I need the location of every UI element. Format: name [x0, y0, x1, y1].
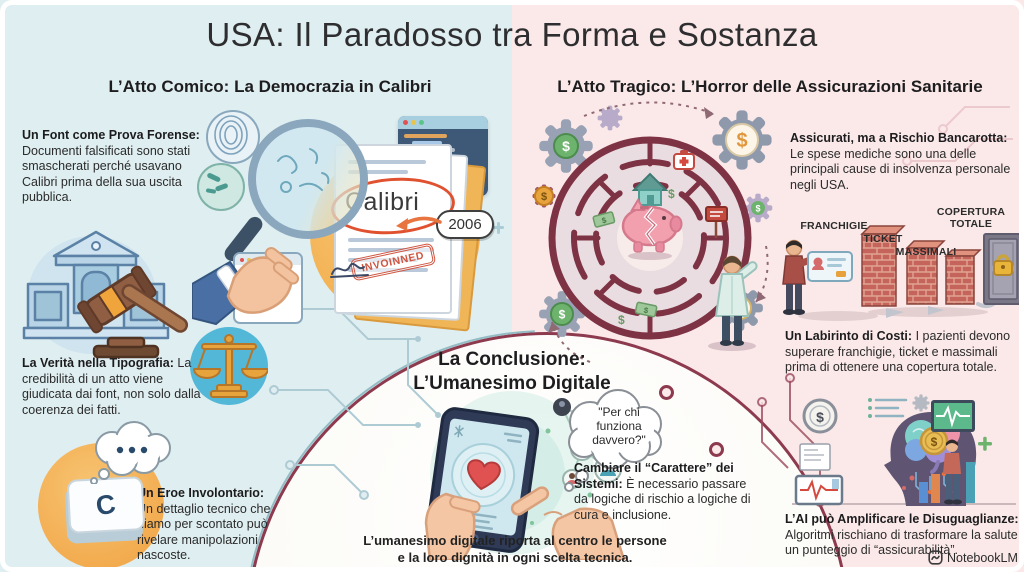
brick-walls	[860, 225, 982, 307]
arrow-icon	[886, 306, 944, 318]
left-block-verita-tipografia: La Verità nella Tipografia: La credibili…	[22, 356, 204, 418]
scales-disc	[190, 327, 268, 405]
block-lead: Assicurati, ma a Rischio Bancarotta:	[790, 131, 1008, 145]
year-callout: 2006	[436, 210, 494, 239]
block-lead: Un Eroe Involontario:	[137, 486, 265, 500]
block-body: I pazienti devono superare franchigie, t…	[785, 329, 1011, 374]
block-lead: La Verità nella Tipografia:	[22, 356, 174, 370]
svg-text:$: $	[643, 306, 650, 316]
right-block-ai: L’AI può Amplificare le Disuguaglianze: …	[785, 512, 1024, 559]
brand-name: NotebookLM	[947, 550, 1018, 565]
right-section-heading: L’Atto Tragico: L’Horror delle Assicuraz…	[557, 77, 983, 96]
person-figure	[943, 439, 962, 505]
signature-icon	[330, 262, 369, 278]
arrow-icon	[396, 216, 442, 231]
courthouse-icon	[22, 230, 170, 340]
page-title: USA: Il Paradosso tra Forma e Sostanza	[206, 16, 818, 53]
svg-text:$: $	[601, 215, 608, 225]
window-dot-green-icon	[419, 120, 424, 125]
thought-cloud-icon	[90, 421, 171, 484]
coverage-door-icon	[983, 233, 1022, 305]
conclusion-heading: La Conclusione: L’Umanesimo Digitale	[413, 349, 611, 394]
block-body: La credibilità di un atto viene giudicat…	[22, 356, 201, 417]
left-section-heading: L’Atto Comico: La Democrazia in Calibri	[108, 77, 432, 96]
notebooklm-logo-icon	[928, 550, 943, 565]
insurance-maze-illustration: $ $ $ $ $ $	[532, 101, 773, 363]
svg-text:$: $	[541, 191, 547, 203]
svg-text:$: $	[618, 313, 625, 327]
svg-text:$: $	[736, 130, 747, 152]
block-body: Un dettaglio tecnico che diamo per scont…	[137, 501, 271, 563]
block-body: È necessario passare da logiche di risch…	[574, 476, 751, 522]
hand-holding-magnifier	[192, 247, 300, 326]
svg-text:$: $	[559, 308, 566, 322]
block-body: Algoritmi rischiano di trasformare la sa…	[785, 527, 1024, 558]
svg-text:$: $	[562, 138, 570, 154]
circuit-node-icon	[659, 385, 674, 400]
fingerprint-inset	[206, 110, 260, 164]
key-letter: C	[93, 488, 118, 521]
cost-walls-illustration	[782, 225, 1022, 321]
left-block-font-forense: Un Font come Prova Forense: Documenti fa…	[22, 128, 200, 206]
insurance-card-icon	[807, 251, 853, 282]
circuit-traces-right-top	[902, 106, 1013, 166]
heart-icon	[467, 459, 501, 491]
right-block-labirinto: Un Labirinto di Costi: I pazienti devono…	[785, 329, 1023, 376]
bubble-text: "Per chi funziona davvero?"	[592, 405, 646, 448]
right-hand-pointing	[510, 486, 626, 560]
right-block-bancarotta: Assicurati, ma a Rischio Bancarotta: Le …	[790, 131, 1022, 193]
keycap-icon: C	[66, 476, 146, 534]
block-lead: L’AI può Amplificare le Disuguaglianze:	[785, 512, 1019, 526]
window-titlebar	[398, 116, 488, 129]
circuit-traces-left	[269, 304, 441, 500]
circuit-node-icon	[709, 442, 724, 457]
left-block-eroe-involontario: Un Eroe Involontario: Un dettaglio tecni…	[137, 486, 279, 564]
block-lead: Un Labirinto di Costi:	[785, 329, 913, 343]
doctor-figure	[708, 255, 758, 351]
window-dot-red-icon	[403, 120, 408, 125]
window-dot-yellow-icon	[411, 120, 416, 125]
question-bubble-icon	[564, 389, 662, 492]
wall-label-ticket: TICKET	[863, 233, 903, 245]
wall-label-massimali: MASSIMALI	[895, 246, 957, 258]
gavel-icon	[77, 265, 189, 359]
block-lead: Cambiare il “Carattere” dei Sistemi:	[574, 461, 734, 491]
svg-text:$: $	[816, 409, 824, 425]
block-lead: Un Font come Prova Forense:	[22, 128, 200, 142]
block-body: Documenti falsificati sono stati smasche…	[22, 143, 191, 205]
door-label: COPERTURA TOTALE	[936, 206, 1006, 230]
notebooklm-brand: NotebookLM	[928, 550, 1018, 565]
svg-text:$: $	[668, 187, 675, 201]
svg-text:$: $	[755, 204, 760, 214]
microbe-inset	[197, 163, 245, 211]
scales-icon	[193, 334, 268, 398]
block-body: Le spese mediche sono una delle principa…	[790, 146, 1011, 192]
conclusion-block: Cambiare il “Carattere” dei Sistemi: È n…	[574, 461, 762, 523]
svg-text:$: $	[931, 435, 938, 449]
conclusion-caption: L’umanesimo digitale riporta al centro l…	[363, 533, 667, 565]
insured-person-figure	[782, 239, 814, 315]
ai-brain-illustration: $ $	[792, 394, 1016, 506]
wall-label-franchigie: FRANCHIGIE	[800, 220, 868, 232]
magnifier-glass-icon	[248, 119, 368, 239]
